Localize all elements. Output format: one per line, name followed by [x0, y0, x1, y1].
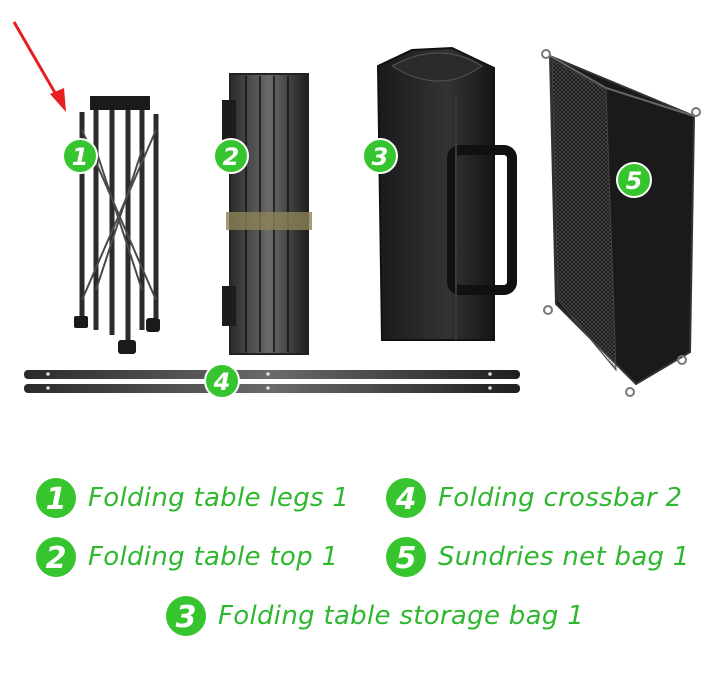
- svg-text:5: 5: [396, 541, 417, 576]
- legend-number-4-icon: 4: [386, 478, 426, 518]
- svg-text:1: 1: [72, 143, 89, 171]
- legend-label: Sundries net bag 1: [438, 542, 690, 572]
- svg-text:1: 1: [46, 482, 67, 517]
- folded-table-top-image: [222, 73, 312, 355]
- legend-item-4: 4 Folding crossbar 2: [384, 476, 682, 520]
- legend-number-2-icon: 2: [36, 537, 76, 577]
- legend-number-3-icon: 3: [166, 596, 206, 636]
- legend-label: Folding crossbar 2: [438, 483, 683, 513]
- badge-4-icon: 4: [204, 363, 240, 399]
- svg-text:4: 4: [395, 482, 417, 517]
- badge-5-icon: 5: [616, 162, 652, 198]
- svg-text:5: 5: [626, 167, 643, 195]
- legend-item-3: 3 Folding table storage bag 1: [164, 594, 584, 638]
- svg-text:3: 3: [176, 600, 197, 635]
- legend-number-5-icon: 5: [386, 537, 426, 577]
- svg-text:2: 2: [223, 143, 240, 171]
- legend-label: Folding table legs 1: [88, 483, 350, 513]
- red-arrow-icon: [12, 21, 66, 112]
- legend-item-1: 1 Folding table legs 1: [34, 476, 349, 520]
- legend-label: Folding table top 1: [88, 542, 339, 572]
- legend-label: Folding table storage bag 1: [218, 601, 585, 631]
- legend-item-5: 5 Sundries net bag 1: [384, 535, 690, 579]
- svg-text:3: 3: [372, 143, 389, 171]
- product-parts-illustration: 1 2 3 4 5: [12, 21, 701, 399]
- badge-2-icon: 2: [213, 138, 249, 174]
- legend-item-2: 2 Folding table top 1: [34, 535, 338, 579]
- svg-text:4: 4: [213, 368, 231, 396]
- folding-legs-image: [74, 96, 160, 354]
- svg-text:2: 2: [46, 541, 67, 576]
- badge-1-icon: 1: [62, 138, 98, 174]
- net-bag-image: [541, 49, 701, 397]
- storage-bag-image: [376, 46, 517, 341]
- crossbar-image: [24, 370, 520, 393]
- badge-3-icon: 3: [362, 138, 398, 174]
- legend-number-1-icon: 1: [36, 478, 76, 518]
